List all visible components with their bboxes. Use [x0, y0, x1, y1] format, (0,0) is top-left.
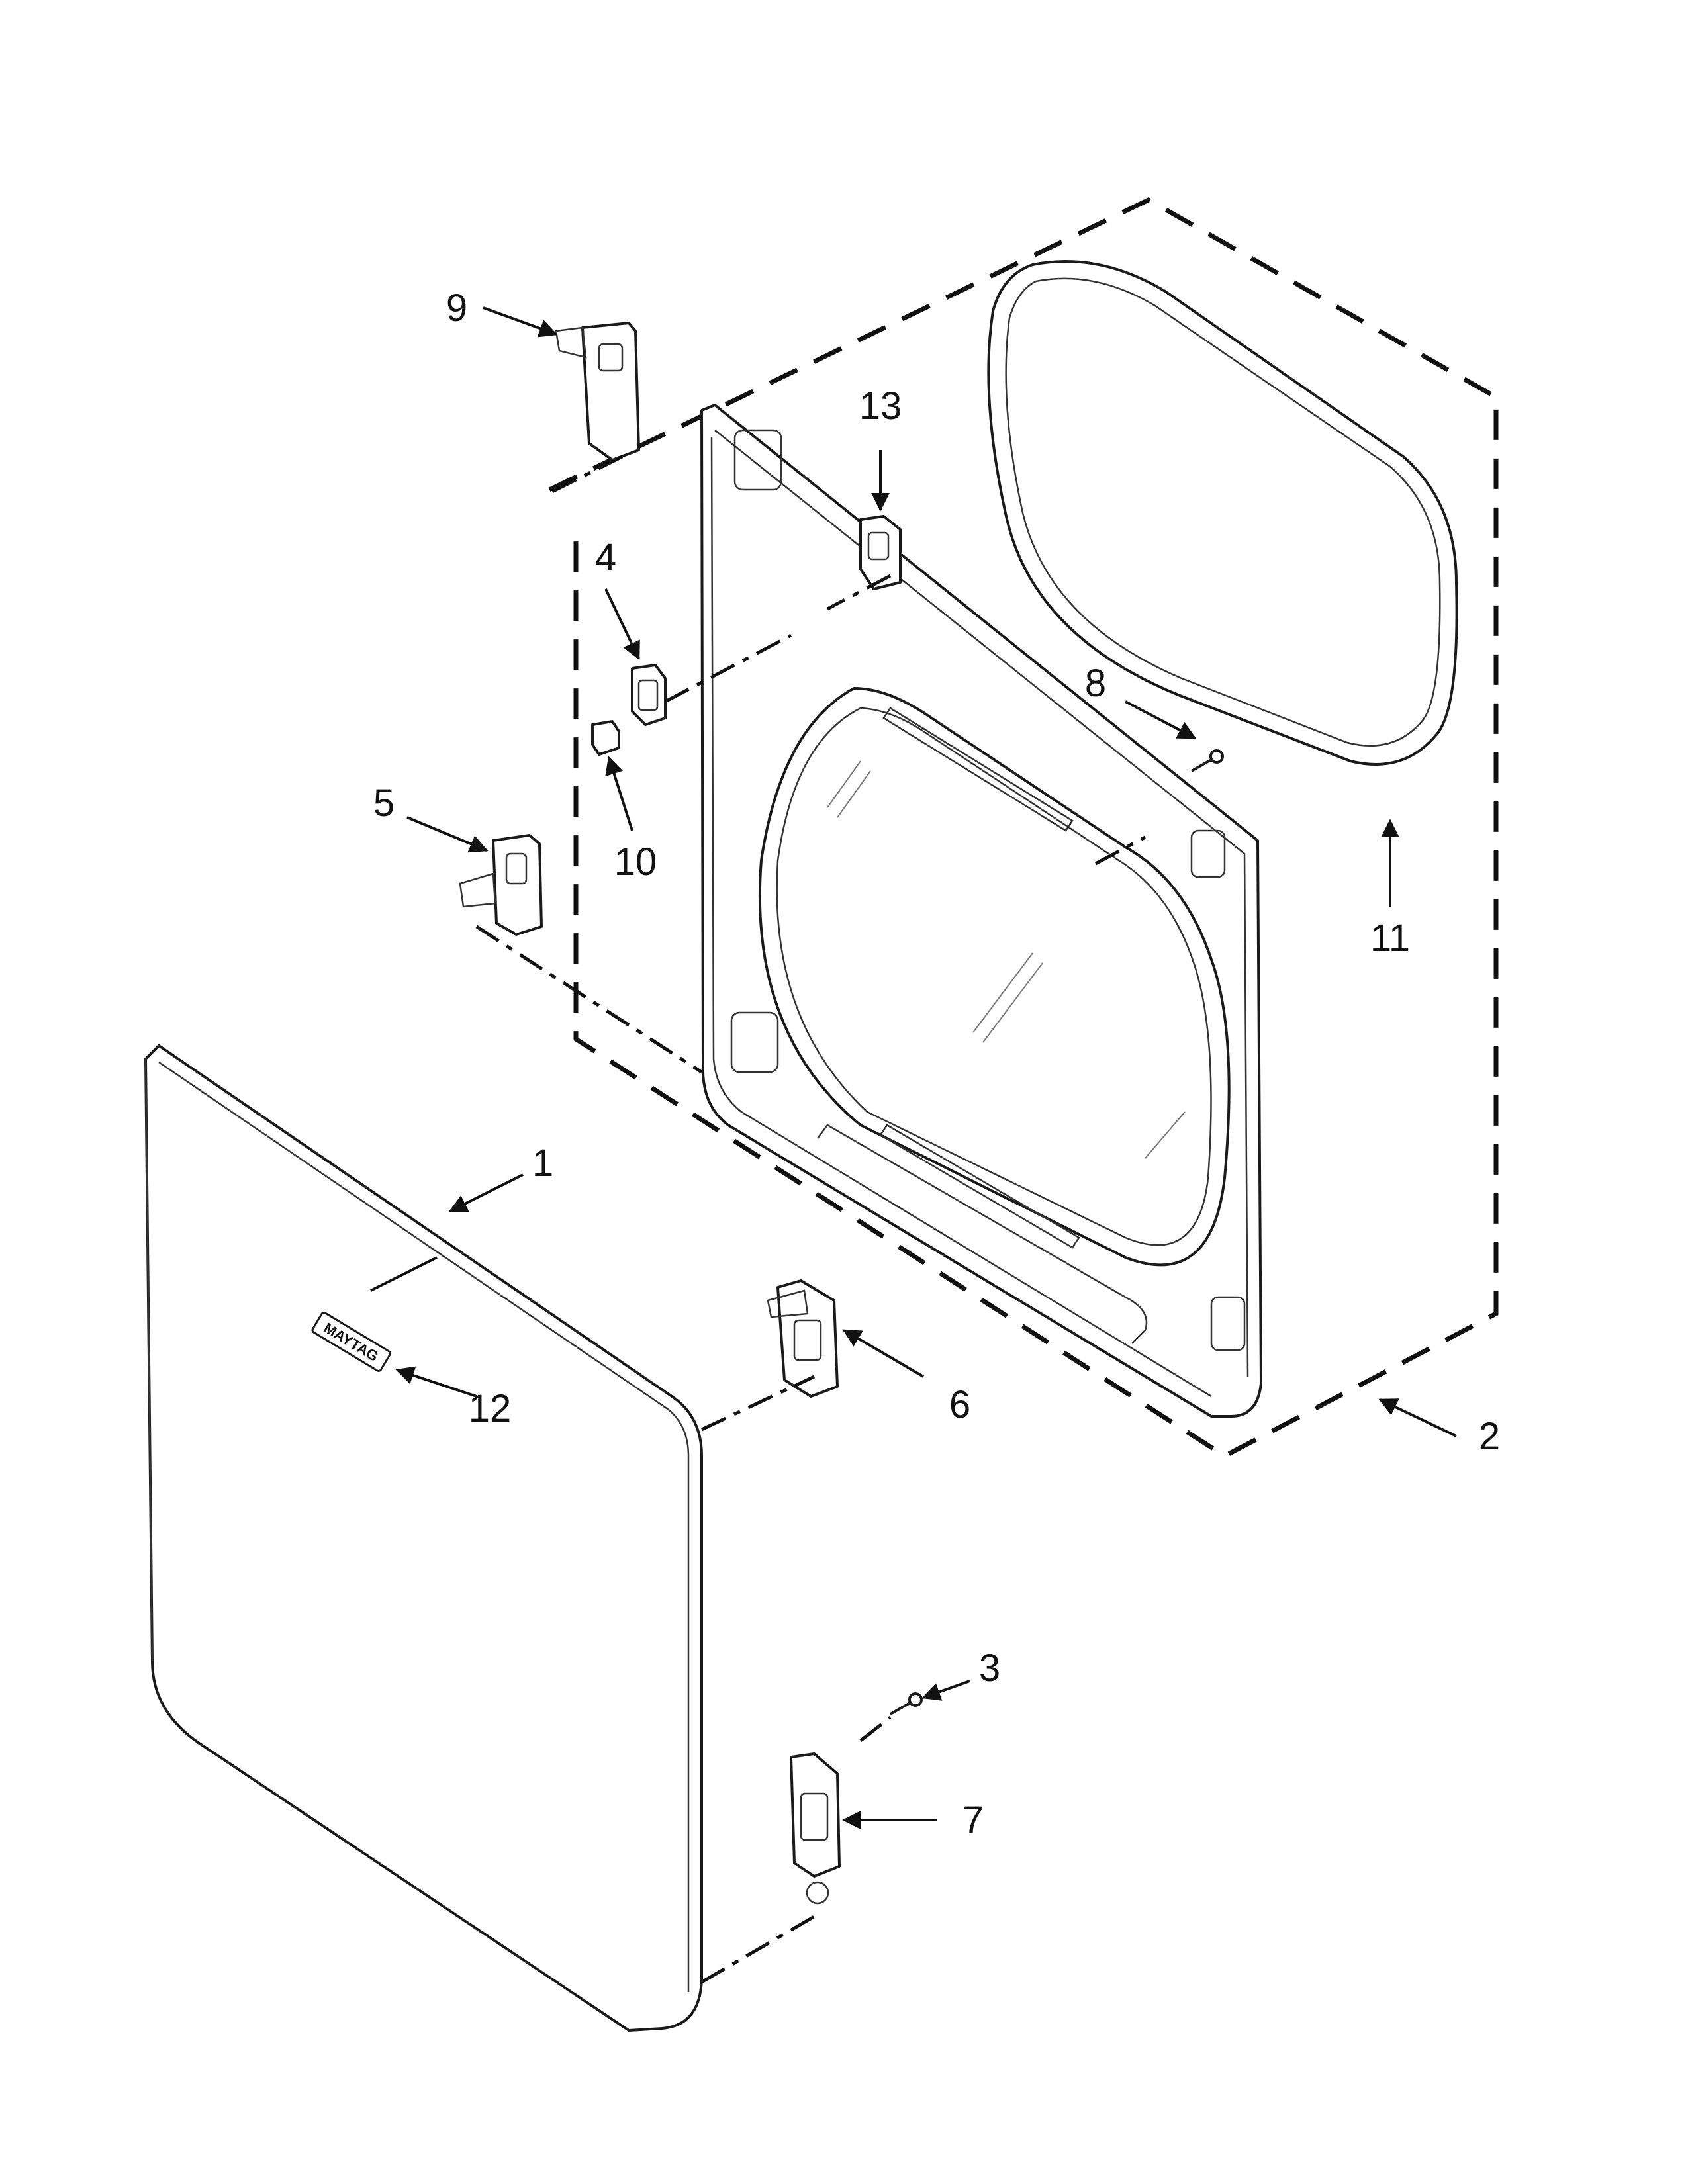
door-strike: [859, 515, 902, 590]
upper-door-hinge: [767, 1279, 839, 1398]
callout-10: 10: [614, 841, 657, 884]
callout-11: 11: [1370, 917, 1410, 960]
door-assembly-dashed-frame: [548, 197, 1499, 1459]
callout-1: 1: [532, 1142, 553, 1185]
window-screw: [1191, 749, 1224, 772]
door-latch: [631, 664, 667, 726]
door-gasket: [987, 260, 1458, 766]
callout-6: 6: [949, 1383, 970, 1426]
callout-9: 9: [446, 287, 467, 330]
callout-8: 8: [1085, 662, 1106, 705]
assembly-lines: [475, 455, 1147, 1984]
inner-door-panel: [700, 404, 1262, 1418]
latch-clip: [591, 720, 620, 756]
callout-3: 3: [979, 1647, 1000, 1690]
callout-leaders: [370, 306, 1457, 1829]
callout-labels: 9 13 4 10 8 11 5 1 12 6 2 3 7: [373, 287, 1500, 1842]
hinge-screw: [890, 1692, 923, 1715]
callout-12: 12: [469, 1387, 512, 1430]
hinge-cover-top: [555, 322, 640, 461]
hinge-cover-bottom: [459, 834, 543, 936]
callout-7: 7: [962, 1799, 984, 1842]
callout-13: 13: [859, 385, 902, 428]
callout-5: 5: [373, 782, 395, 825]
outer-door-panel: [144, 1044, 703, 2032]
lower-door-hinge: [790, 1752, 841, 1905]
callout-2: 2: [1479, 1415, 1500, 1458]
callout-4: 4: [595, 536, 616, 579]
